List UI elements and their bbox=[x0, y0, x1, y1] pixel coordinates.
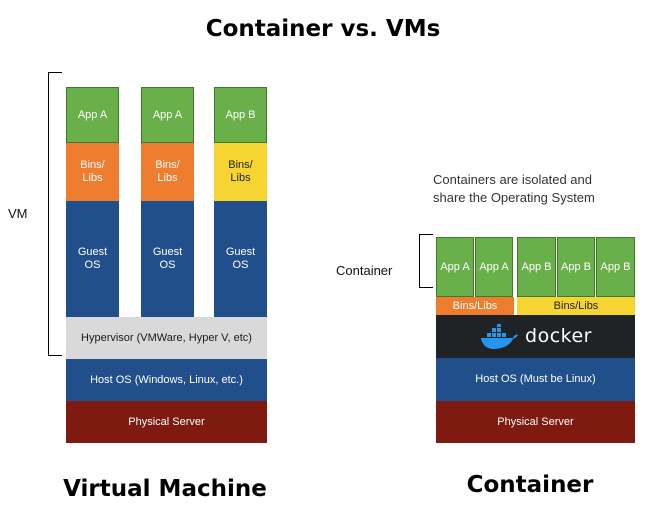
container-bins-libs-left: Bins/Libs bbox=[436, 297, 514, 315]
container-bracket-label: Container bbox=[336, 263, 393, 278]
container-app-a-1: App A bbox=[436, 237, 474, 297]
container-app-b-3: App B bbox=[596, 237, 635, 297]
vm-guest-os-1: Guest OS bbox=[66, 201, 119, 317]
vm-app-a-2: App A bbox=[141, 87, 194, 143]
container-app-b-1: App B bbox=[517, 237, 556, 297]
vm-app-a-1: App A bbox=[66, 87, 119, 143]
container-note: Containers are isolated and share the Op… bbox=[433, 172, 595, 205]
container-app-b-2: App B bbox=[557, 237, 595, 297]
vm-host-os: Host OS (Windows, Linux, etc.) bbox=[66, 359, 267, 401]
docker-engine: docker bbox=[436, 315, 635, 358]
docker-logo-text: docker bbox=[525, 325, 592, 347]
container-host-os: Host OS (Must be Linux) bbox=[436, 358, 635, 401]
vm-physical-server: Physical Server bbox=[66, 401, 267, 443]
container-bins-libs-right: Bins/Libs bbox=[517, 297, 635, 315]
vm-bracket-label: VM bbox=[8, 206, 28, 221]
docker-whale-icon bbox=[481, 323, 519, 349]
vm-bins-libs-3: Bins/ Libs bbox=[214, 143, 267, 201]
vm-bracket bbox=[48, 72, 62, 356]
vm-bins-libs-2: Bins/ Libs bbox=[141, 143, 194, 201]
vm-app-b-3: App B bbox=[214, 87, 267, 143]
container-app-a-2: App A bbox=[475, 237, 513, 297]
vm-caption: Virtual Machine bbox=[63, 476, 267, 502]
vm-hypervisor: Hypervisor (VMWare, Hyper V, etc) bbox=[66, 317, 267, 359]
vm-guest-os-2: Guest OS bbox=[141, 201, 194, 317]
page-title: Container vs. VMs bbox=[205, 16, 441, 42]
container-bracket bbox=[419, 234, 433, 288]
container-caption: Container bbox=[466, 472, 594, 498]
vm-bins-libs-1: Bins/ Libs bbox=[66, 143, 119, 201]
container-physical-server: Physical Server bbox=[436, 401, 635, 443]
vm-guest-os-3: Guest OS bbox=[214, 201, 267, 317]
